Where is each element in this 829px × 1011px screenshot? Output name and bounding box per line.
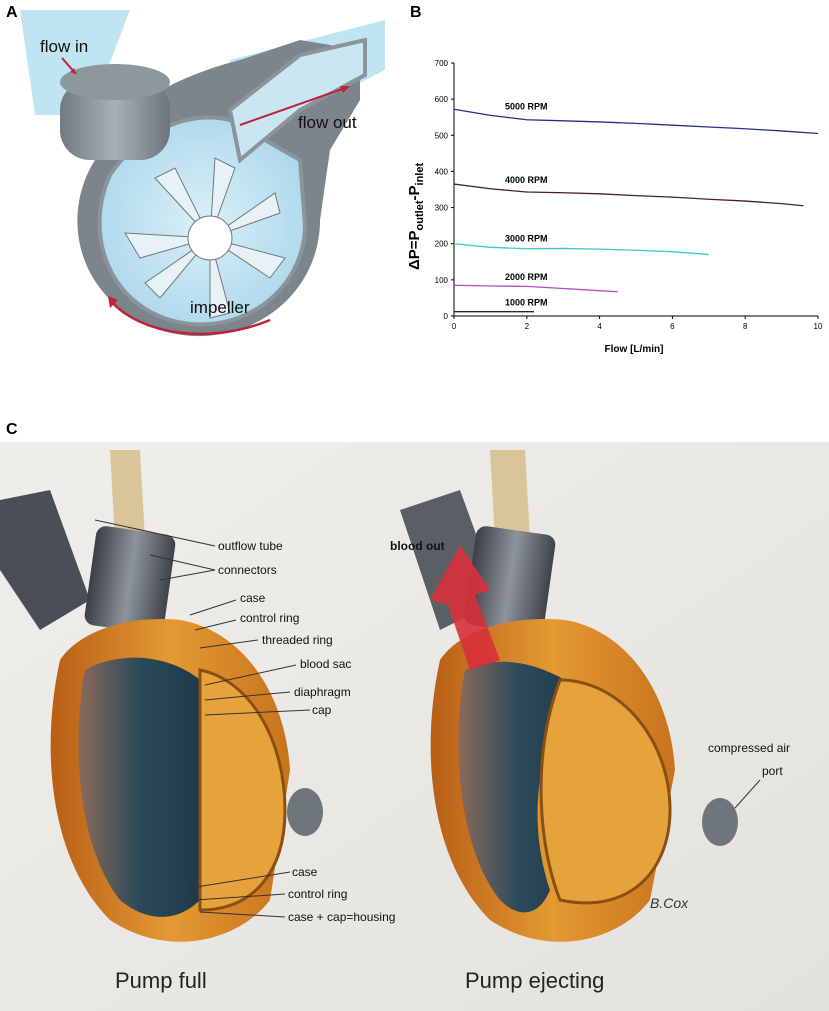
series-label-5000-rpm: 5000 RPM (505, 101, 548, 111)
label-control-ring-bottom: control ring (288, 887, 347, 901)
pneumatic-pump-diagram: B.Cox outflow tube connectors case contr… (0, 442, 829, 1011)
y-tick-label-700: 700 (435, 59, 449, 68)
panel-letter-b: B (410, 4, 422, 21)
label-impeller: impeller (190, 298, 250, 317)
y-tick-label-500: 500 (435, 131, 449, 140)
y-tick-label-0: 0 (444, 312, 449, 321)
label-diaphragm: diaphragm (294, 685, 351, 699)
label-flow-in: flow in (40, 37, 88, 56)
inlet-pipe (60, 80, 170, 160)
label-flow-out: flow out (298, 113, 357, 132)
series-label-1000-rpm: 1000 RPM (505, 298, 548, 308)
label-case-top: case (240, 591, 266, 605)
blood-out-arrow (430, 545, 500, 670)
label-compressed-air: compressed air (708, 741, 790, 755)
pump-ejecting-illustration: B.Cox (400, 450, 738, 942)
label-housing: case + cap=housing (288, 910, 395, 924)
x-tick-label-10: 10 (814, 322, 823, 331)
series-label-4000-rpm: 4000 RPM (505, 175, 548, 185)
y-axis-label: ΔP=Poutlet-Pinlet (406, 163, 426, 270)
series-label-2000-rpm: 2000 RPM (505, 272, 548, 282)
label-control-ring-top: control ring (240, 611, 299, 625)
y-tick-label-300: 300 (435, 204, 449, 213)
x-tick-label-6: 6 (670, 322, 675, 331)
leader-port (734, 779, 761, 809)
rotation-arrow-head (108, 296, 118, 308)
centrifugal-pump-diagram: flow in flow out impeller (20, 10, 385, 337)
y-tick-label-600: 600 (435, 95, 449, 104)
label-case-bottom: case (292, 865, 318, 879)
pump-full-illustration (0, 450, 323, 942)
label-blood-sac: blood sac (300, 657, 351, 671)
series-label-3000-rpm: 3000 RPM (505, 233, 548, 243)
connectors-right (464, 526, 556, 634)
flow-out-arrow-head (340, 86, 350, 93)
x-tick-label-2: 2 (525, 322, 530, 331)
inlet-strip (20, 10, 130, 115)
label-threaded-ring: threaded ring (262, 633, 333, 647)
rotation-arrow (109, 299, 271, 336)
series-line-4000-rpm (453, 183, 804, 207)
air-port-left (287, 788, 323, 836)
series-line-2000-rpm (453, 284, 618, 293)
panel-letter-a: A (6, 4, 18, 21)
x-tick-label-0: 0 (452, 322, 457, 331)
outlet-volute (227, 37, 367, 164)
label-connectors: connectors (218, 563, 277, 577)
cap-right (539, 678, 672, 905)
connectors-left (84, 526, 176, 634)
outflow-tube-left (0, 490, 90, 630)
label-blood-out: blood out (390, 539, 445, 553)
caption-pump-full: Pump full (115, 968, 207, 993)
y-tick-label-100: 100 (435, 276, 449, 285)
inlet-pipe-mouth (60, 64, 170, 100)
cap-left (198, 668, 287, 912)
panel-letter-c: C (6, 421, 18, 438)
leader-lines-left (94, 519, 311, 918)
flow-out-arrow (239, 87, 346, 126)
x-tick-label-4: 4 (597, 322, 602, 331)
x-axis-label: Flow [L/min] (605, 344, 664, 355)
blood-sac-left (78, 657, 200, 917)
label-outflow-tube: outflow tube (218, 539, 283, 553)
series-line-5000-rpm (453, 108, 819, 135)
air-port-right (702, 798, 738, 846)
graft-left (110, 450, 145, 540)
graft-right (490, 450, 530, 540)
y-tick-label-200: 200 (435, 240, 449, 249)
pressure-flow-chart: 0 100 200 300 400 500 600 700 0 2 4 6 8 10 5000 RPM 400… (406, 59, 823, 355)
label-cap: cap (312, 703, 332, 717)
artist-signature: B.Cox (650, 895, 689, 911)
series-line-3000-rpm (453, 243, 709, 256)
impeller-blades (124, 157, 286, 319)
y-tick-label-400: 400 (435, 167, 449, 176)
x-tick-label-8: 8 (743, 322, 748, 331)
flow-in-arrow-head (70, 68, 76, 74)
label-port: port (762, 764, 783, 778)
caption-pump-ejecting: Pump ejecting (465, 968, 604, 993)
